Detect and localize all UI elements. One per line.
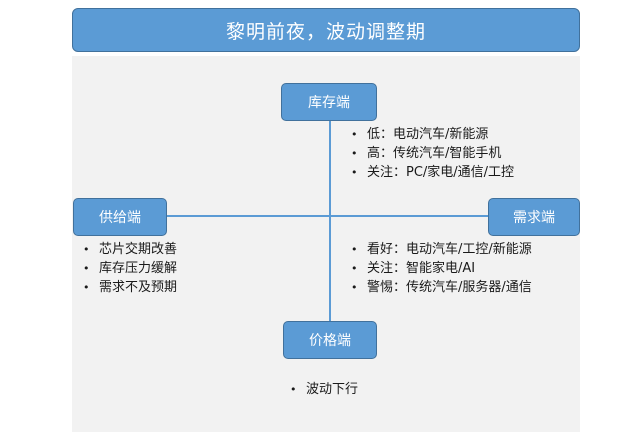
title-text: 黎明前夜，波动调整期 <box>225 20 426 43</box>
list-item: 关注：智能家电/AI <box>351 259 532 278</box>
list-item: 波动下行 <box>290 380 358 399</box>
demand-node: 需求端 <box>488 198 580 236</box>
inventory-bullet-list: 低：电动汽车/新能源 高：传统汽车/智能手机 关注：PC/家电/通信/工控 <box>351 125 514 182</box>
list-item: 看好：电动汽车/工控/新能源 <box>351 240 532 259</box>
price-bullet-list: 波动下行 <box>290 380 358 399</box>
vertical-axis-line <box>329 120 331 323</box>
list-item: 芯片交期改善 <box>83 240 177 259</box>
inventory-node: 库存端 <box>281 83 377 121</box>
price-node-label: 价格端 <box>309 333 351 349</box>
inventory-node-label: 库存端 <box>308 95 350 111</box>
diagram-title: 黎明前夜，波动调整期 <box>72 8 580 52</box>
list-item: 警惕：传统汽车/服务器/通信 <box>351 278 532 297</box>
supply-node: 供给端 <box>73 198 167 236</box>
list-item: 需求不及预期 <box>83 278 177 297</box>
list-item: 库存压力缓解 <box>83 259 177 278</box>
demand-node-label: 需求端 <box>513 210 555 226</box>
demand-bullet-list: 看好：电动汽车/工控/新能源 关注：智能家电/AI 警惕：传统汽车/服务器/通信 <box>351 240 532 297</box>
supply-node-label: 供给端 <box>99 210 141 226</box>
list-item: 高：传统汽车/智能手机 <box>351 144 514 163</box>
list-item: 关注：PC/家电/通信/工控 <box>351 163 514 182</box>
horizontal-axis-line <box>166 215 488 217</box>
price-node: 价格端 <box>283 321 377 359</box>
list-item: 低：电动汽车/新能源 <box>351 125 514 144</box>
supply-bullet-list: 芯片交期改善 库存压力缓解 需求不及预期 <box>83 240 177 297</box>
